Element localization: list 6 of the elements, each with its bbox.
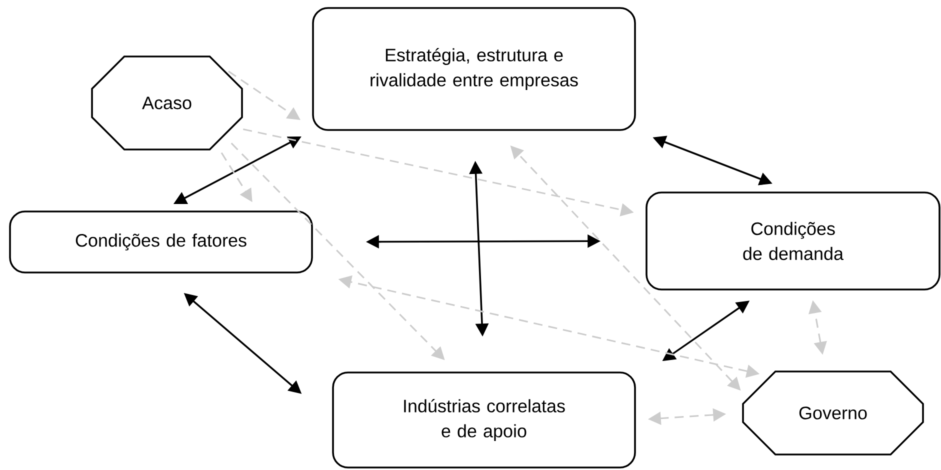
octagon-node: Acaso bbox=[91, 56, 243, 150]
rounded-box: Estratégia, estrutura e rivalidade entre empresas bbox=[312, 7, 636, 131]
octagon-node: Governo bbox=[742, 370, 924, 456]
rounded-box: Condições de demanda bbox=[646, 192, 940, 290]
rounded-box: Condições de fatores bbox=[9, 210, 313, 274]
rounded-box: Indústrias correlatas e de apoio bbox=[332, 372, 636, 468]
